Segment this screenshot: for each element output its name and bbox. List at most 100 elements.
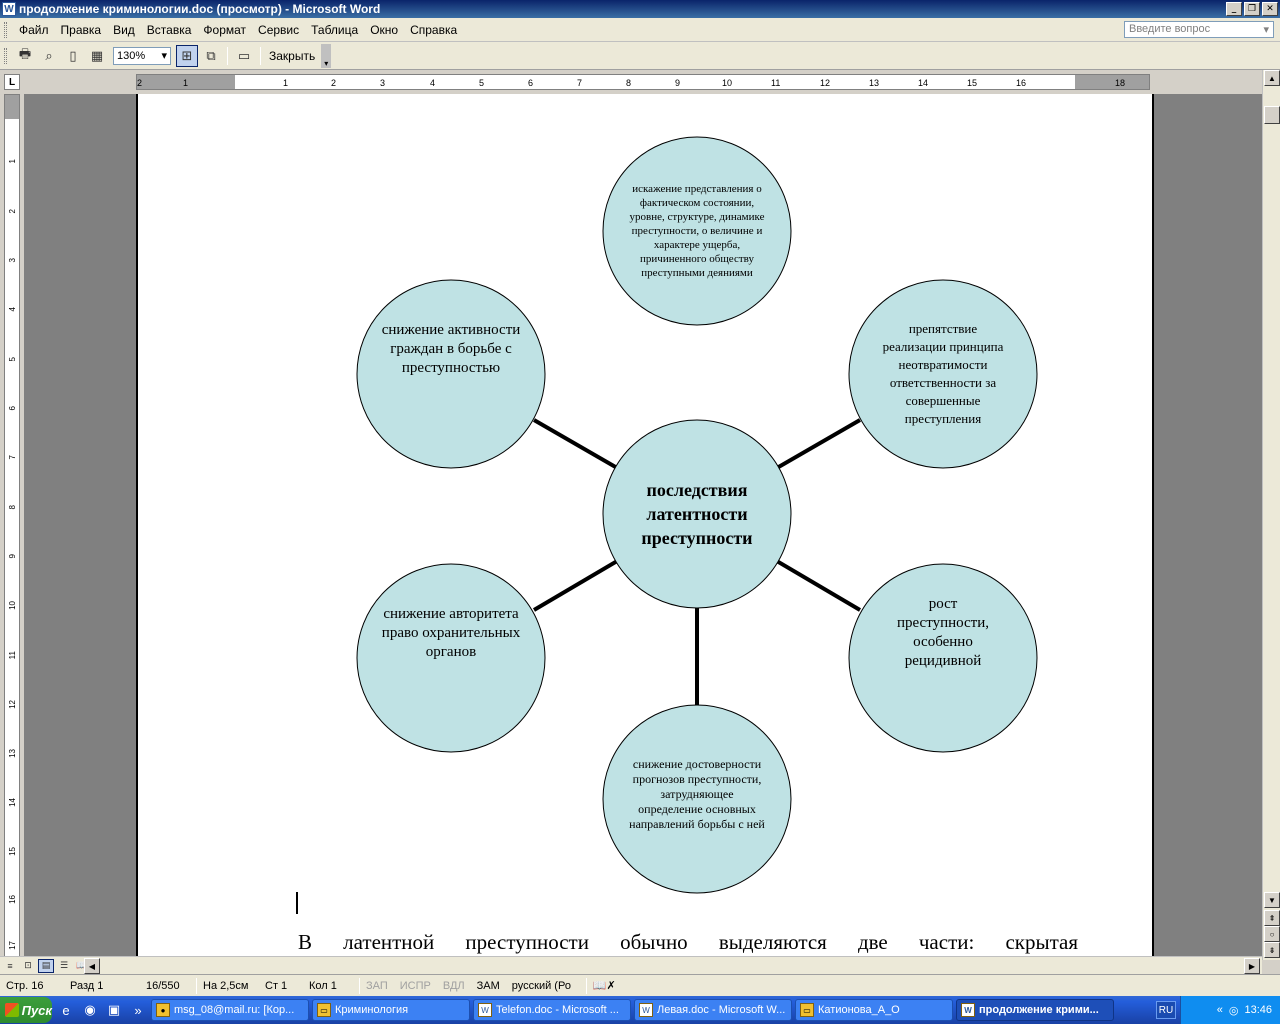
status-language[interactable]: русский (Ро bbox=[511, 979, 571, 992]
center-node-text: последствия латентности преступности bbox=[641, 480, 753, 548]
scroll-left-icon[interactable]: ◀ bbox=[84, 958, 100, 974]
more-chevron-icon[interactable]: » bbox=[134, 1002, 142, 1018]
node-bottom-text: снижение достоверности прогнозов преступ… bbox=[629, 756, 765, 831]
full-screen-icon[interactable]: ▭ bbox=[237, 47, 251, 63]
previous-page-icon[interactable]: ⇞ bbox=[1264, 910, 1280, 926]
start-label: Пуск bbox=[21, 1002, 52, 1018]
browse-object-icon[interactable]: ○ bbox=[1264, 926, 1280, 942]
toolbar-grip[interactable] bbox=[4, 47, 7, 64]
scroll-up-icon[interactable]: ▲ bbox=[1264, 70, 1280, 86]
taskbar-item-current-doc[interactable]: W продолжение крими... bbox=[956, 999, 1114, 1021]
taskbar-item-label: продолжение крими... bbox=[979, 1004, 1099, 1016]
document-area[interactable]: искажение представления о фактическом со… bbox=[24, 94, 1262, 956]
menu-bar: Файл Правка Вид Вставка Формат Сервис Та… bbox=[0, 18, 1280, 42]
scroll-right-icon[interactable]: ▶ bbox=[1244, 958, 1260, 974]
menu-help[interactable]: Справка bbox=[410, 22, 458, 37]
ruler-tick: 11 bbox=[8, 651, 17, 660]
start-button[interactable]: Пуск bbox=[0, 997, 52, 1023]
ruler-tick: 9 bbox=[8, 554, 17, 559]
status-pages[interactable]: 16/550 bbox=[146, 979, 180, 992]
spelling-check-icon[interactable]: 📖✗ bbox=[592, 980, 616, 992]
toolbar-separator bbox=[227, 46, 228, 65]
status-at[interactable]: На 2,5см bbox=[203, 979, 249, 992]
ruler-tick: 16 bbox=[8, 895, 17, 904]
ruler-tick: 9 bbox=[675, 78, 681, 88]
minimize-button[interactable]: _ bbox=[1226, 2, 1242, 16]
horizontal-scroll-track[interactable]: ◀ ▶ bbox=[84, 958, 1262, 974]
word-app-icon[interactable]: W bbox=[2, 2, 16, 16]
magnifier-icon[interactable]: ⌕ bbox=[45, 47, 53, 63]
ruler-tick: 10 bbox=[8, 601, 17, 610]
tray-expand-icon[interactable]: « bbox=[1216, 1004, 1223, 1016]
close-preview-button[interactable]: Закрыть bbox=[269, 48, 316, 63]
menu-tools[interactable]: Сервис bbox=[258, 22, 300, 37]
chevron-down-icon[interactable]: ▾ bbox=[1263, 24, 1269, 36]
menu-table[interactable]: Таблица bbox=[311, 22, 359, 37]
reading-layout-icon[interactable]: 📖 bbox=[76, 960, 88, 970]
taskbar-item-criminology-folder[interactable]: ▭ Криминология bbox=[312, 999, 470, 1021]
multiple-pages-icon[interactable]: ▦ bbox=[90, 47, 104, 63]
status-separator bbox=[196, 977, 197, 994]
web-layout-icon[interactable]: ⊡ bbox=[24, 960, 32, 970]
toolbar-options-icon[interactable]: ▾ bbox=[321, 43, 332, 68]
status-ext[interactable]: ВДЛ bbox=[442, 979, 465, 992]
ruler-tick: 3 bbox=[8, 258, 17, 263]
tray-clock[interactable]: 13:46 bbox=[1244, 1004, 1272, 1016]
menu-file[interactable]: Файл bbox=[19, 22, 49, 37]
ruler-tick: 4 bbox=[8, 307, 17, 312]
zoom-select[interactable]: 130% ▾ bbox=[113, 46, 171, 65]
restore-button[interactable]: ❐ bbox=[1244, 2, 1260, 16]
language-indicator[interactable]: RU bbox=[1156, 1001, 1176, 1019]
tab-selector[interactable]: L bbox=[4, 74, 20, 90]
menu-insert[interactable]: Вставка bbox=[146, 22, 192, 37]
one-page-icon[interactable]: ▯ bbox=[69, 47, 77, 63]
close-window-button[interactable]: ✕ bbox=[1262, 2, 1278, 16]
view-ruler-icon[interactable]: ⊞ bbox=[176, 44, 198, 67]
document-page[interactable]: искажение представления о фактическом со… bbox=[136, 94, 1154, 956]
menu-edit[interactable]: Правка bbox=[60, 22, 102, 37]
scroll-down-icon[interactable]: ▼ bbox=[1264, 892, 1280, 908]
menu-window[interactable]: Окно bbox=[370, 22, 399, 37]
taskbar-item-levaya-doc[interactable]: W Левая.doc - Microsoft W... bbox=[634, 999, 792, 1021]
status-page[interactable]: Стр. 16 bbox=[6, 979, 44, 992]
horizontal-ruler[interactable]: 2 1 1 2 3 4 5 6 7 8 9 10 11 12 13 14 15 … bbox=[136, 74, 1150, 90]
document-paragraph[interactable]: В латентной преступности обычно выделяют… bbox=[298, 930, 1078, 954]
ruler-tick: 14 bbox=[8, 798, 17, 807]
print-icon[interactable]: 🖶 bbox=[18, 45, 32, 61]
vertical-scrollbar[interactable]: ▲ ▼ ⇞ ○ ⇟ bbox=[1262, 70, 1280, 960]
shrink-to-fit-icon[interactable]: ⧉ bbox=[206, 47, 216, 63]
taskbar-item-mail[interactable]: ● msg_08@mail.ru: [Кор... bbox=[151, 999, 309, 1021]
node-top-text: искажение представления о фактическом со… bbox=[629, 183, 765, 279]
consequences-diagram bbox=[356, 136, 1038, 894]
node-upper-left-text: снижение активности граждан в борьбе с п… bbox=[381, 321, 521, 376]
scroll-thumb[interactable] bbox=[1264, 106, 1280, 124]
ruler-left-margin bbox=[137, 75, 235, 89]
node-upper-right-text: препятствие реализации принципа неотврат… bbox=[882, 321, 1004, 426]
ruler-tick: 5 bbox=[8, 357, 17, 362]
status-rec[interactable]: ЗАП bbox=[366, 979, 388, 992]
status-section[interactable]: Разд 1 bbox=[70, 979, 104, 992]
disk-icon[interactable]: ▣ bbox=[107, 1002, 121, 1017]
print-layout-icon[interactable]: ▤ bbox=[38, 958, 54, 973]
status-ovr[interactable]: ЗАМ bbox=[476, 979, 500, 992]
status-line[interactable]: Ст 1 bbox=[265, 979, 288, 992]
horizontal-scrollbar[interactable]: ≡ ⊡ ▤ ☰ 📖 ◀ ▶ bbox=[0, 956, 1262, 974]
next-page-icon[interactable]: ⇟ bbox=[1264, 942, 1280, 958]
menu-format[interactable]: Формат bbox=[203, 22, 247, 37]
status-col[interactable]: Кол 1 bbox=[309, 979, 337, 992]
network-icon[interactable]: ◎ bbox=[1228, 1004, 1239, 1017]
status-trk[interactable]: ИСПР bbox=[399, 979, 431, 992]
taskbar-item-kationova-folder[interactable]: ▭ Катионова_А_О bbox=[795, 999, 953, 1021]
outline-view-icon[interactable]: ☰ bbox=[59, 960, 69, 970]
menu-grip[interactable] bbox=[4, 21, 7, 38]
taskbar-item-telefon-doc[interactable]: W Telefon.doc - Microsoft ... bbox=[473, 999, 631, 1021]
menu-view[interactable]: Вид bbox=[113, 22, 135, 37]
chevron-down-icon[interactable]: ▾ bbox=[161, 50, 167, 62]
ruler-tick: 12 bbox=[820, 78, 831, 88]
ask-question-input[interactable]: Введите вопрос ▾ bbox=[1124, 21, 1274, 38]
globe-icon[interactable]: ◉ bbox=[84, 1002, 96, 1017]
vertical-ruler[interactable]: 1 2 3 4 5 6 7 8 9 10 11 12 13 14 15 16 1… bbox=[4, 94, 20, 960]
ruler-top-margin bbox=[5, 95, 19, 119]
normal-view-icon[interactable]: ≡ bbox=[7, 960, 13, 971]
internet-explorer-icon[interactable]: e bbox=[62, 1002, 70, 1018]
